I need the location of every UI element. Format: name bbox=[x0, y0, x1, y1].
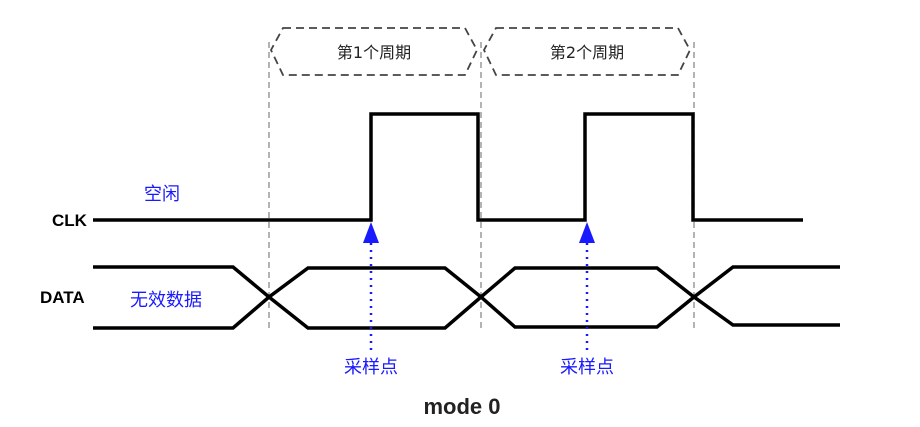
period-bracket-2 bbox=[482, 27, 692, 76]
sample-label-1: 采样点 bbox=[344, 357, 398, 378]
data-label: DATA bbox=[40, 288, 85, 307]
clk-waveform bbox=[93, 112, 803, 222]
clk-label: CLK bbox=[52, 211, 88, 230]
sample-label-2: 采样点 bbox=[560, 357, 614, 378]
sample-arrow-2 bbox=[579, 222, 595, 243]
invalid-data-label: 无效数据 bbox=[130, 290, 202, 311]
period-bracket-1 bbox=[269, 27, 479, 76]
data-waveform-bottom bbox=[93, 294, 840, 330]
period-label-1: 第1个周期 bbox=[337, 43, 411, 62]
data-waveform-top bbox=[93, 265, 840, 300]
diagram-title: mode 0 bbox=[423, 394, 500, 419]
sample-arrow-1 bbox=[363, 222, 379, 243]
period-label-2: 第2个周期 bbox=[550, 43, 624, 62]
idle-label: 空闲 bbox=[144, 184, 180, 205]
